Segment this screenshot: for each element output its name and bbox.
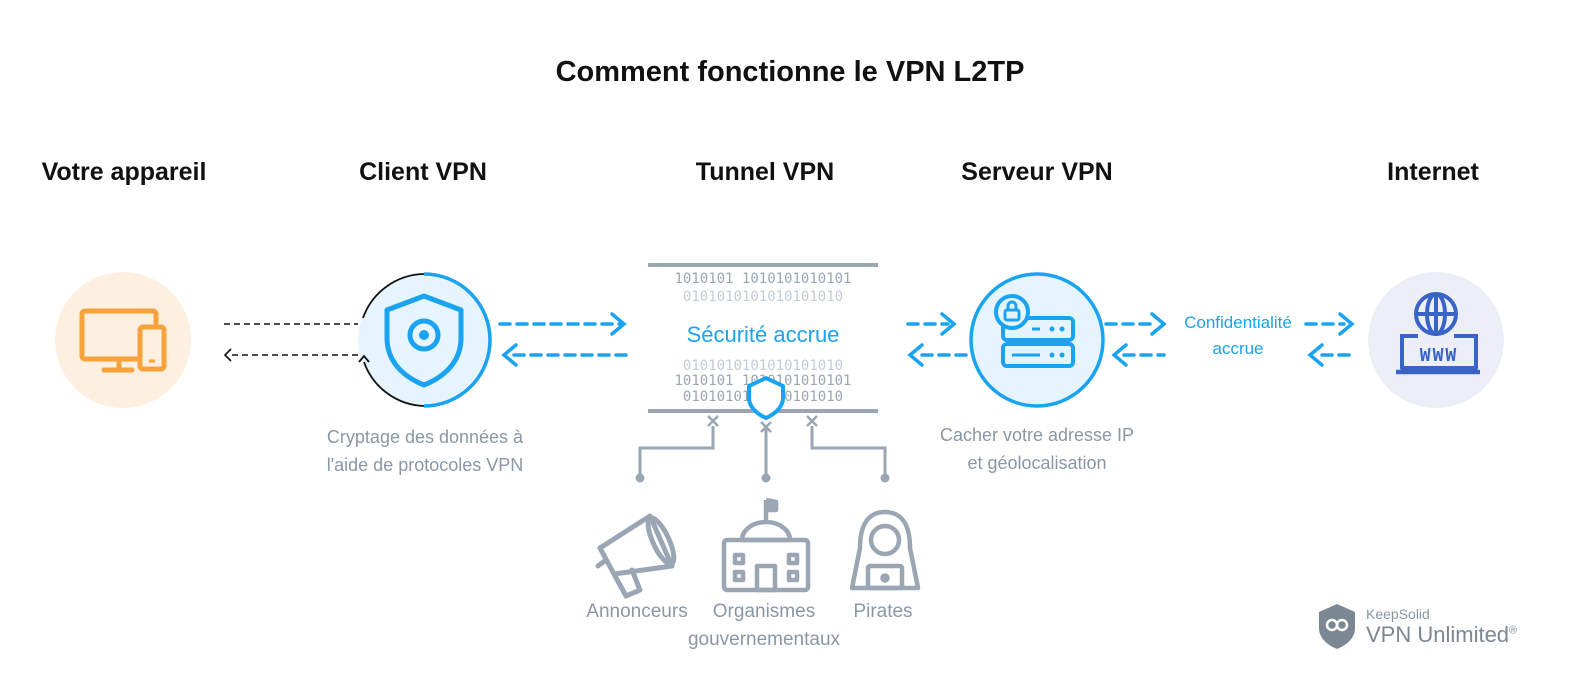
heading-tunnel: Tunnel VPN	[695, 158, 835, 186]
www-label: WWW	[1420, 345, 1459, 366]
threat-hackers-label: Pirates	[853, 601, 913, 622]
client-node	[358, 272, 492, 408]
server-lock-icon	[994, 294, 1075, 368]
devices-icon	[79, 308, 167, 373]
heading-client: Client VPN	[359, 158, 487, 186]
threat-advertisers-label: Annonceurs	[586, 601, 688, 622]
security-label: Sécurité accrue	[648, 322, 878, 348]
binary-row: 0101010101010101010	[683, 289, 843, 305]
server-node	[969, 272, 1105, 408]
caption-line: Cryptage des données à	[326, 427, 524, 447]
internet-node: WWW	[1368, 272, 1504, 408]
shield-eye-icon	[384, 293, 464, 388]
privacy-internet-arrows	[1304, 312, 1356, 367]
server-caption: Cacher votre adresse IP et géolocalisati…	[892, 421, 1182, 477]
client-tunnel-arrows	[498, 312, 628, 367]
caption-line: l'aide de protocoles VPN	[326, 455, 524, 475]
hacker-icon	[849, 509, 921, 591]
keepsolid-logo-icon	[1319, 604, 1355, 649]
heading-internet: Internet	[1387, 158, 1479, 186]
caption-line: Confidentialité	[1184, 313, 1292, 332]
server-privacy-arrows	[1104, 312, 1167, 367]
heading-device: Votre appareil	[41, 158, 207, 186]
threat-line: Organismes	[712, 601, 816, 622]
client-caption: Cryptage des données à l'aide de protoco…	[280, 423, 570, 479]
tunnel-node: 1010101 1010101010101 010101010101010101…	[648, 263, 878, 420]
device-client-arrows	[223, 323, 358, 362]
caption-line: accrue	[1212, 339, 1264, 358]
brand-company: KeepSolid	[1366, 606, 1430, 622]
globe-www-icon: WWW	[1396, 292, 1480, 375]
heading-server: Serveur VPN	[961, 158, 1113, 186]
brand-product-name: VPN Unlimited	[1366, 622, 1510, 647]
brand-product: VPN Unlimited®	[1366, 622, 1517, 648]
caption-line: Cacher votre adresse IP	[939, 425, 1135, 445]
privacy-caption: Confidentialité accrue	[1166, 310, 1310, 362]
shield-icon	[747, 376, 785, 420]
threat-connectors	[635, 415, 890, 483]
device-node	[55, 272, 191, 408]
tunnel-server-arrows	[906, 312, 968, 367]
binary-row: 0101010101010101010	[683, 358, 843, 374]
page-title: Comment fonctionne le VPN L2TP	[555, 56, 1025, 88]
caption-line: et géolocalisation	[967, 453, 1107, 473]
brand-registered-mark: ®	[1509, 624, 1518, 637]
threat-government-label: Organismes gouvernementaux	[670, 598, 858, 654]
binary-row: 1010101 1010101010101	[674, 271, 851, 287]
threat-line: gouvernementaux	[687, 629, 841, 650]
megaphone-icon	[595, 513, 677, 599]
government-building-icon	[721, 497, 811, 593]
